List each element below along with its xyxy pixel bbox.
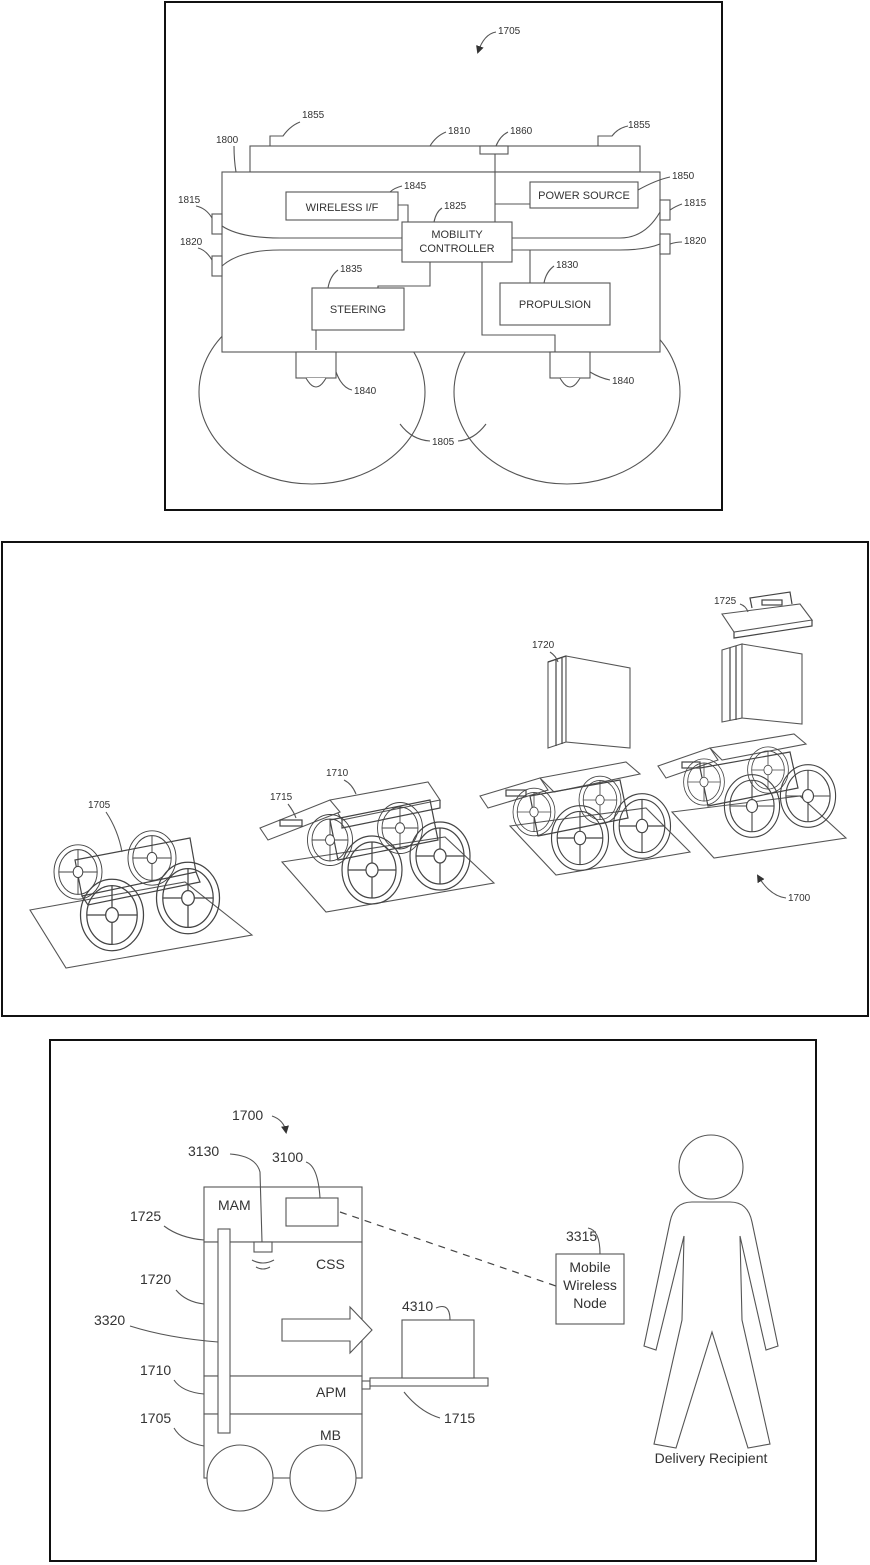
ref-1700-fig2: 1700 xyxy=(788,893,811,904)
ref-1815-left: 1815 xyxy=(178,195,201,206)
ref-1820-left: 1820 xyxy=(180,237,203,248)
sensor-right xyxy=(549,351,591,379)
mb-wheel-right xyxy=(289,1444,357,1512)
figure-1-block-diagram: WIRELESS I/F MOBILITY CONTROLLER POWER S… xyxy=(164,1,723,511)
ref-1840-right: 1840 xyxy=(612,376,635,387)
ref-4310: 4310 xyxy=(402,1298,433,1314)
delivery-recipient-figure xyxy=(643,1134,779,1449)
ramp-1715 xyxy=(369,1377,489,1387)
sensor-left xyxy=(295,351,337,379)
ref-1700-fig3: 1700 xyxy=(232,1107,263,1123)
css-label: CSS xyxy=(316,1256,345,1272)
mobility-controller-line1: MOBILITY xyxy=(431,229,483,241)
steering-box xyxy=(311,287,405,331)
steering-label: STEERING xyxy=(330,304,386,316)
module-3100 xyxy=(285,1197,339,1227)
ref-1710: 1710 xyxy=(140,1362,171,1378)
top-plate xyxy=(249,145,641,173)
ref-1840-left: 1840 xyxy=(354,386,377,397)
css-1720-panel xyxy=(565,655,631,749)
ref-3100: 3100 xyxy=(272,1149,303,1165)
stage-1-modular-base: 1705 xyxy=(29,800,254,969)
mb-wheel-left xyxy=(206,1444,274,1512)
ref-1825: 1825 xyxy=(444,201,467,212)
connector-1860 xyxy=(479,145,509,155)
ref-3315: 3315 xyxy=(566,1228,597,1244)
power-source-box xyxy=(529,181,639,209)
side-port-right-bottom xyxy=(659,233,671,255)
ref-1830: 1830 xyxy=(556,260,579,271)
node-line3: Node xyxy=(573,1295,607,1311)
ref-1705: 1705 xyxy=(498,26,521,37)
side-port-right-top xyxy=(659,199,671,221)
node-line1: Mobile xyxy=(569,1259,610,1275)
ref-1855-left: 1855 xyxy=(302,110,325,121)
ref-1705: 1705 xyxy=(140,1410,171,1426)
wireless-signal-icon xyxy=(251,1259,275,1264)
ref-1720-stage3: 1720 xyxy=(532,640,555,651)
ref-3320: 3320 xyxy=(94,1312,125,1328)
ref-1715: 1715 xyxy=(444,1410,475,1426)
stage-4-mam: 1725 xyxy=(657,591,848,859)
ref-1845: 1845 xyxy=(404,181,427,192)
right-handle xyxy=(597,125,629,146)
ref-1850: 1850 xyxy=(672,171,695,182)
apm-label: APM xyxy=(316,1384,346,1400)
package-4310 xyxy=(401,1319,475,1379)
mobile-wireless-node xyxy=(555,1253,625,1325)
propulsion-label: PROPULSION xyxy=(519,299,591,311)
figure-2-assembly-sequence: 1705 1710 1715 xyxy=(1,541,869,1017)
ref-1715-stage2: 1715 xyxy=(270,792,293,803)
mobility-controller-line2: CONTROLLER xyxy=(419,243,494,255)
ref-3130: 3130 xyxy=(188,1143,219,1159)
ref-1725-stage4: 1725 xyxy=(714,596,737,607)
figure-3-delivery-scene: 1700 MAM CSS APM MB Mobile Wirel xyxy=(49,1039,817,1562)
latch-3320 xyxy=(217,1228,231,1434)
ref-1800: 1800 xyxy=(216,135,239,146)
ref-1835: 1835 xyxy=(340,264,363,275)
ref-1725: 1725 xyxy=(130,1208,161,1224)
ref-1855-right: 1855 xyxy=(628,120,651,131)
power-source-label: POWER SOURCE xyxy=(538,190,630,202)
mb-label: MB xyxy=(320,1427,341,1443)
stage-3-css: 1720 xyxy=(479,640,692,876)
ref-1815-right: 1815 xyxy=(684,198,707,209)
ref-1820-right: 1820 xyxy=(684,236,707,247)
left-handle xyxy=(269,121,301,146)
ref-1860: 1860 xyxy=(510,126,533,137)
propulsion-box xyxy=(499,282,611,326)
wireless-if-box xyxy=(285,191,399,221)
antenna-3130 xyxy=(253,1241,273,1253)
right-arrow-icon xyxy=(281,1305,373,1355)
ref-1810: 1810 xyxy=(448,126,471,137)
ref-1710-stage2: 1710 xyxy=(326,768,349,779)
figure-2-frame xyxy=(1,541,869,1017)
side-port-left-top xyxy=(211,213,223,235)
ref-1705-stage1: 1705 xyxy=(88,800,111,811)
mam-label: MAM xyxy=(218,1197,251,1213)
stage-2-apm-ramp: 1710 1715 xyxy=(259,768,496,913)
mobility-controller-box xyxy=(401,221,513,263)
delivery-recipient-label: Delivery Recipient xyxy=(655,1450,768,1466)
wireless-if-label: WIRELESS I/F xyxy=(306,202,379,214)
side-port-left-bottom xyxy=(211,255,223,277)
ref-1720: 1720 xyxy=(140,1271,171,1287)
ref-1805: 1805 xyxy=(432,437,455,448)
node-line2: Wireless xyxy=(563,1277,617,1293)
